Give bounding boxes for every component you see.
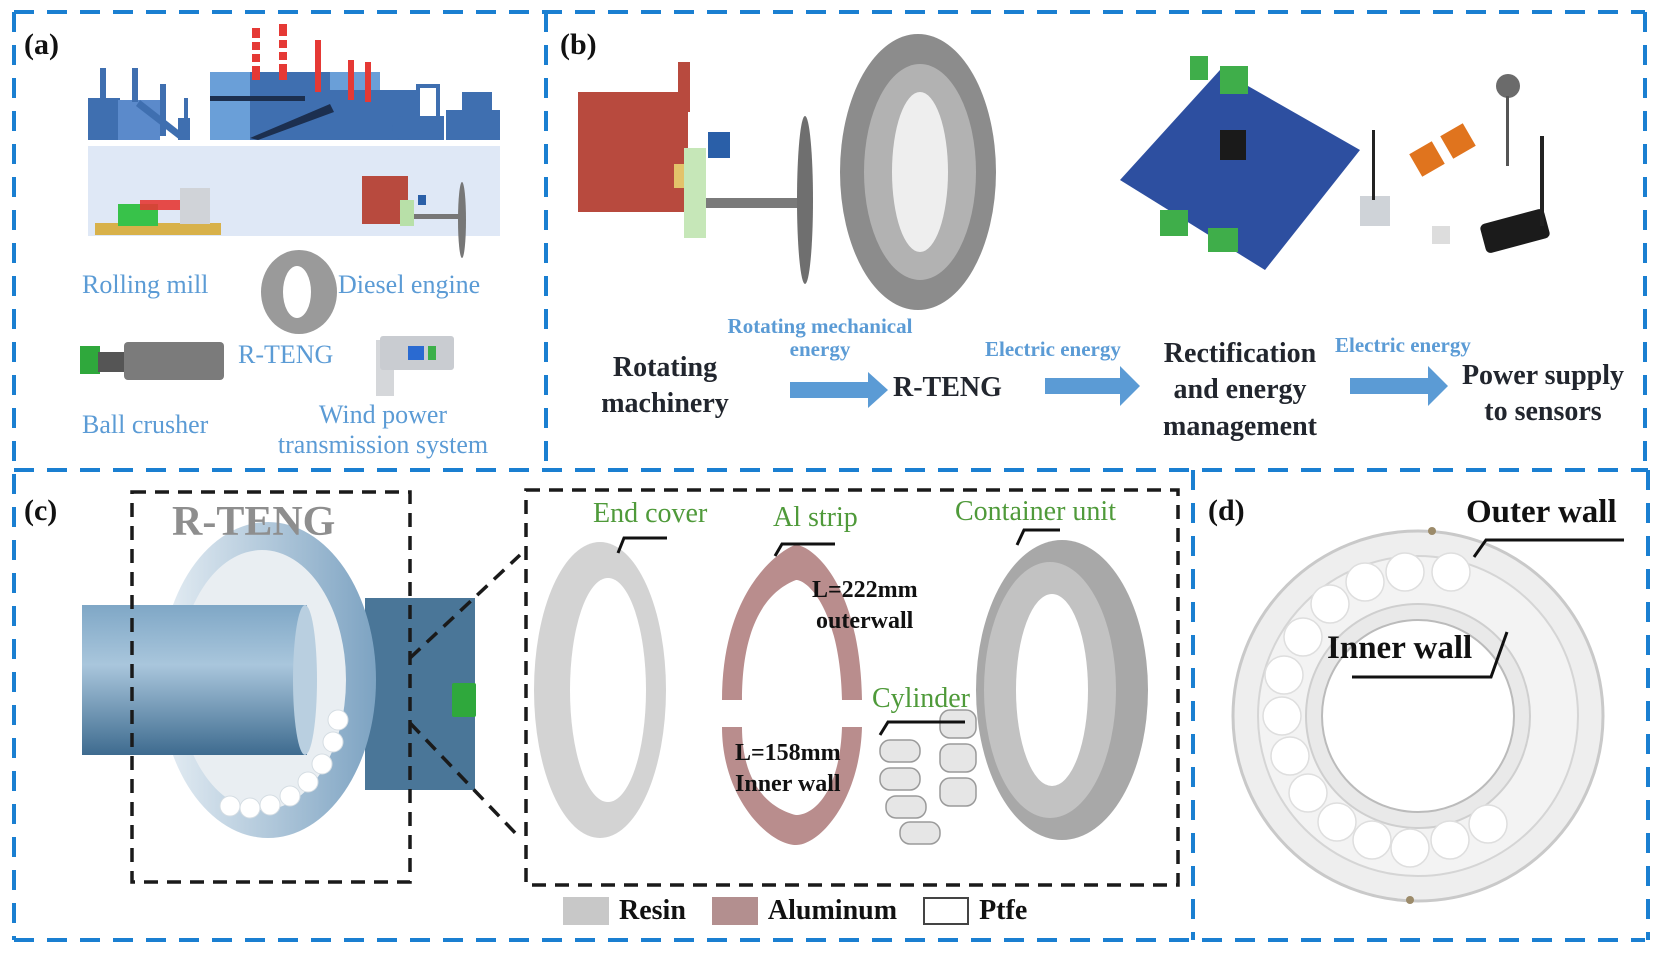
panel-c-label: (c) (24, 494, 58, 527)
legend-swatch-aluminum (711, 897, 758, 925)
material-legend: Resin Aluminum Ptfe (563, 895, 1049, 927)
flow-arrow1-label: Rotating mechanical energy (710, 314, 930, 362)
leader-container-unit (1015, 528, 1060, 546)
legend-swatch-ptfe (923, 897, 970, 925)
flow-step-rteng: R-TENG (893, 372, 1002, 403)
diesel-engine-illustration (362, 176, 466, 258)
zoom-line-top (408, 553, 522, 660)
arrow-electric-energy-2 (1350, 366, 1448, 406)
industrial-skyline-illustration (80, 24, 500, 396)
legend-label-ptfe: Ptfe (979, 895, 1028, 926)
legend-label-aluminum: Aluminum (767, 895, 898, 926)
label-cylinder: Cylinder (872, 683, 970, 714)
panel-d-label: (d) (1208, 494, 1245, 527)
arrow-mechanical-energy (790, 372, 888, 408)
rolling-mill-illustration (95, 188, 221, 235)
label-ball-crusher: Ball crusher (82, 410, 209, 439)
label-wind-power: Wind power transmission system (268, 400, 498, 460)
flow-step4-line2: to sensors (1484, 396, 1602, 428)
flow-step-rectification: Rectification and energy management (1150, 336, 1330, 445)
flow-step3-line1: Rectification (1163, 338, 1317, 369)
factory-right-icon (392, 84, 500, 140)
rteng-device-title: R-TENG (172, 499, 336, 545)
flow-step-power-supply: Power supply to sensors (1448, 358, 1638, 431)
label-diesel-engine: Diesel engine (338, 270, 481, 299)
rteng-highlight-box (130, 490, 412, 884)
ship-engine-illustration (578, 62, 813, 284)
wind-power-illustration (376, 336, 454, 396)
label-wind-power-line2: transmission system (277, 429, 489, 459)
rteng-ring-illustration (261, 250, 337, 334)
outer-length-value: L=222mm (812, 577, 918, 603)
flow-step4-line1: Power supply (1461, 360, 1625, 391)
label-inner-wall: Inner wall (1327, 630, 1473, 666)
rteng-device-illustration (840, 34, 996, 310)
inner-length-caption: Inner wall (735, 771, 841, 798)
leader-end-cover (616, 536, 667, 554)
ptfe-balls (1262, 552, 1508, 868)
leader-al-strip (773, 542, 835, 557)
screws (1406, 527, 1436, 904)
label-outer-wall-length: L=222mm outerwall (812, 575, 918, 637)
leader-cylinder (878, 720, 965, 736)
factory-left-icon (88, 68, 190, 140)
sensor-chip-icon (452, 683, 476, 717)
shaft-assembly-illustration (82, 522, 476, 838)
factory-center-icon (210, 24, 420, 140)
label-rolling-mill: Rolling mill (82, 270, 209, 299)
flow-step1-line2: machinery (601, 388, 729, 420)
flow-step1-line1: Rotating (612, 352, 718, 383)
label-inner-wall-length: L=158mm Inner wall (735, 738, 841, 800)
flow-arrow2-label: Electric energy (985, 337, 1121, 361)
legend-swatch-resin (563, 897, 609, 925)
cylinder-rollers-illustration (879, 709, 977, 845)
ball-crusher-illustration (80, 342, 224, 380)
flow-arrow1-line1: Rotating mechanical (727, 314, 913, 338)
flow-step3-line3: management (1163, 410, 1317, 442)
aluminum-strip-illustration (722, 545, 862, 845)
flow-arrow3-label: Electric energy (1335, 333, 1471, 357)
container-unit-illustration (976, 540, 1148, 840)
leader-outer-wall (1472, 538, 1624, 558)
zoom-line-bottom (408, 721, 522, 840)
flow-arrow1-line2: energy (789, 337, 851, 362)
outer-length-caption: outerwall (816, 608, 914, 635)
label-al-strip: Al strip (773, 502, 858, 533)
label-wind-power-line1: Wind power (318, 400, 448, 429)
panel-b-label: (b) (560, 28, 597, 61)
label-outer-wall: Outer wall (1466, 494, 1617, 530)
label-container-unit: Container unit (955, 496, 1116, 527)
arrow-electric-energy-1 (1045, 366, 1140, 406)
legend-label-resin: Resin (619, 895, 686, 926)
energy-flow-illustrations (578, 34, 1550, 408)
leader-inner-wall (1352, 631, 1509, 679)
circuit-board-illustration (1120, 56, 1360, 270)
flow-step3-line2: and energy (1173, 374, 1307, 406)
label-end-cover: End cover (593, 498, 708, 529)
sensors-illustration (1360, 74, 1550, 253)
inner-length-value: L=158mm (735, 740, 841, 766)
exploded-view-box (524, 488, 1180, 887)
end-cover-illustration (534, 542, 666, 838)
panel-a-label: (a) (24, 28, 59, 61)
label-rteng-a: R-TENG (238, 340, 334, 369)
flow-step-rotating-machinery: Rotating machinery (590, 350, 740, 423)
